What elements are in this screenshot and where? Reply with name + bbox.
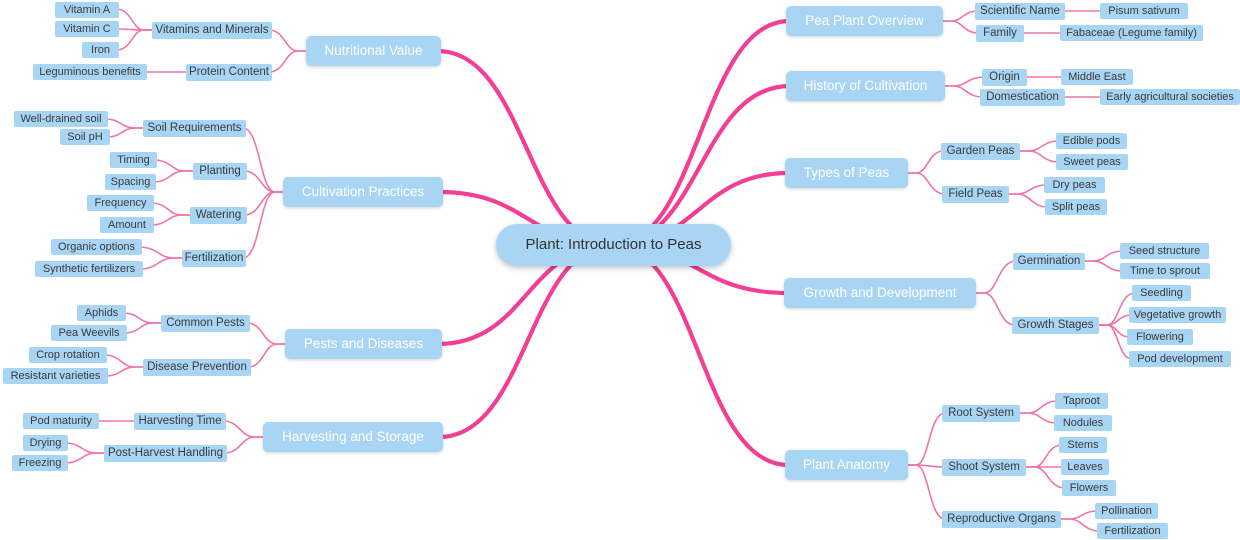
node-taproot[interactable]: Taproot — [1055, 393, 1108, 409]
node-leaves[interactable]: Leaves — [1061, 459, 1109, 475]
sub-links — [64, 8, 1136, 532]
node-disease-prevention[interactable]: Disease Prevention — [143, 359, 251, 376]
node-field-peas[interactable]: Field Peas — [942, 186, 1009, 203]
node-reproductive-organs[interactable]: Reproductive Organs — [942, 511, 1061, 528]
node-synthetic-fertilizers[interactable]: Synthetic fertilizers — [35, 261, 143, 277]
node-amount[interactable]: Amount — [100, 217, 154, 233]
node-harvesting-time[interactable]: Harvesting Time — [134, 413, 226, 430]
branch-pea-plant-overview[interactable]: Pea Plant Overview — [786, 6, 943, 36]
node-vitamin-a[interactable]: Vitamin A — [55, 2, 119, 18]
branch-types-of-peas[interactable]: Types of Peas — [785, 158, 908, 188]
node-timing[interactable]: Timing — [110, 152, 157, 168]
branch-nutritional-value[interactable]: Nutritional Value — [306, 36, 441, 66]
branch-growth-and-development[interactable]: Growth and Development — [784, 278, 976, 308]
node-germination[interactable]: Germination — [1013, 253, 1085, 270]
node-common-pests[interactable]: Common Pests — [161, 315, 250, 332]
node-flowering[interactable]: Flowering — [1127, 329, 1193, 345]
node-family[interactable]: Family — [976, 25, 1024, 42]
branch-history-of-cultivation[interactable]: History of Cultivation — [786, 71, 945, 101]
node-fabaceae-legume-family[interactable]: Fabaceae (Legume family) — [1060, 25, 1203, 41]
node-pollination[interactable]: Pollination — [1095, 503, 1158, 519]
node-soil-ph[interactable]: Soil pH — [60, 129, 110, 145]
node-crop-rotation[interactable]: Crop rotation — [29, 347, 107, 363]
node-middle-east[interactable]: Middle East — [1061, 69, 1133, 85]
node-dry-peas[interactable]: Dry peas — [1044, 177, 1105, 193]
node-growth-stages[interactable]: Growth Stages — [1012, 317, 1099, 334]
node-scientific-name[interactable]: Scientific Name — [975, 3, 1065, 20]
node-pisum-sativum[interactable]: Pisum sativum — [1100, 3, 1188, 19]
branch-plant-anatomy[interactable]: Plant Anatomy — [785, 450, 908, 480]
node-drying[interactable]: Drying — [23, 435, 68, 451]
node-watering[interactable]: Watering — [190, 207, 247, 224]
node-post-harvest-handling[interactable]: Post-Harvest Handling — [104, 445, 227, 462]
node-seedling[interactable]: Seedling — [1132, 285, 1191, 301]
node-planting[interactable]: Planting — [193, 163, 247, 180]
node-origin[interactable]: Origin — [982, 69, 1027, 86]
node-freezing[interactable]: Freezing — [12, 455, 68, 471]
node-organic-options[interactable]: Organic options — [51, 239, 142, 255]
node-protein-content[interactable]: Protein Content — [186, 64, 272, 81]
node-well-drained-soil[interactable]: Well-drained soil — [14, 111, 108, 127]
node-soil-requirements[interactable]: Soil Requirements — [143, 120, 246, 137]
node-sweet-peas[interactable]: Sweet peas — [1056, 154, 1128, 170]
node-fertilization-practice[interactable]: Fertilization — [182, 250, 246, 267]
node-root-system[interactable]: Root System — [942, 405, 1020, 422]
node-split-peas[interactable]: Split peas — [1045, 199, 1107, 215]
node-pod-development[interactable]: Pod development — [1129, 351, 1231, 367]
node-pea-weevils[interactable]: Pea Weevils — [51, 325, 127, 341]
branch-pests-and-diseases[interactable]: Pests and Diseases — [285, 329, 442, 359]
node-vitamin-c[interactable]: Vitamin C — [55, 21, 119, 37]
central-topic[interactable]: Plant: Introduction to Peas — [496, 224, 731, 266]
node-leguminous-benefits[interactable]: Leguminous benefits — [33, 64, 147, 80]
node-edible-pods[interactable]: Edible pods — [1056, 133, 1127, 149]
node-flowers[interactable]: Flowers — [1062, 480, 1116, 496]
branch-harvesting-and-storage[interactable]: Harvesting and Storage — [263, 422, 443, 452]
node-vegetative-growth[interactable]: Vegetative growth — [1129, 307, 1226, 323]
branch-cultivation-practices[interactable]: Cultivation Practices — [283, 177, 443, 207]
node-early-agricultural-societies[interactable]: Early agricultural societies — [1100, 89, 1240, 105]
node-resistant-varieties[interactable]: Resistant varieties — [3, 368, 108, 384]
node-stems[interactable]: Stems — [1059, 437, 1107, 453]
node-pod-maturity[interactable]: Pod maturity — [23, 413, 99, 429]
node-fertilization[interactable]: Fertilization — [1097, 523, 1168, 539]
node-seed-structure[interactable]: Seed structure — [1120, 243, 1209, 259]
node-shoot-system[interactable]: Shoot System — [942, 459, 1026, 476]
node-garden-peas[interactable]: Garden Peas — [941, 143, 1020, 160]
node-domestication[interactable]: Domestication — [980, 89, 1065, 106]
node-spacing[interactable]: Spacing — [105, 174, 156, 190]
node-time-to-sprout[interactable]: Time to sprout — [1120, 263, 1210, 279]
node-iron[interactable]: Iron — [82, 42, 119, 58]
node-aphids[interactable]: Aphids — [77, 305, 126, 321]
node-nodules[interactable]: Nodules — [1054, 415, 1112, 431]
node-frequency[interactable]: Frequency — [87, 195, 154, 211]
node-vitamins-and-minerals[interactable]: Vitamins and Minerals — [152, 22, 272, 39]
